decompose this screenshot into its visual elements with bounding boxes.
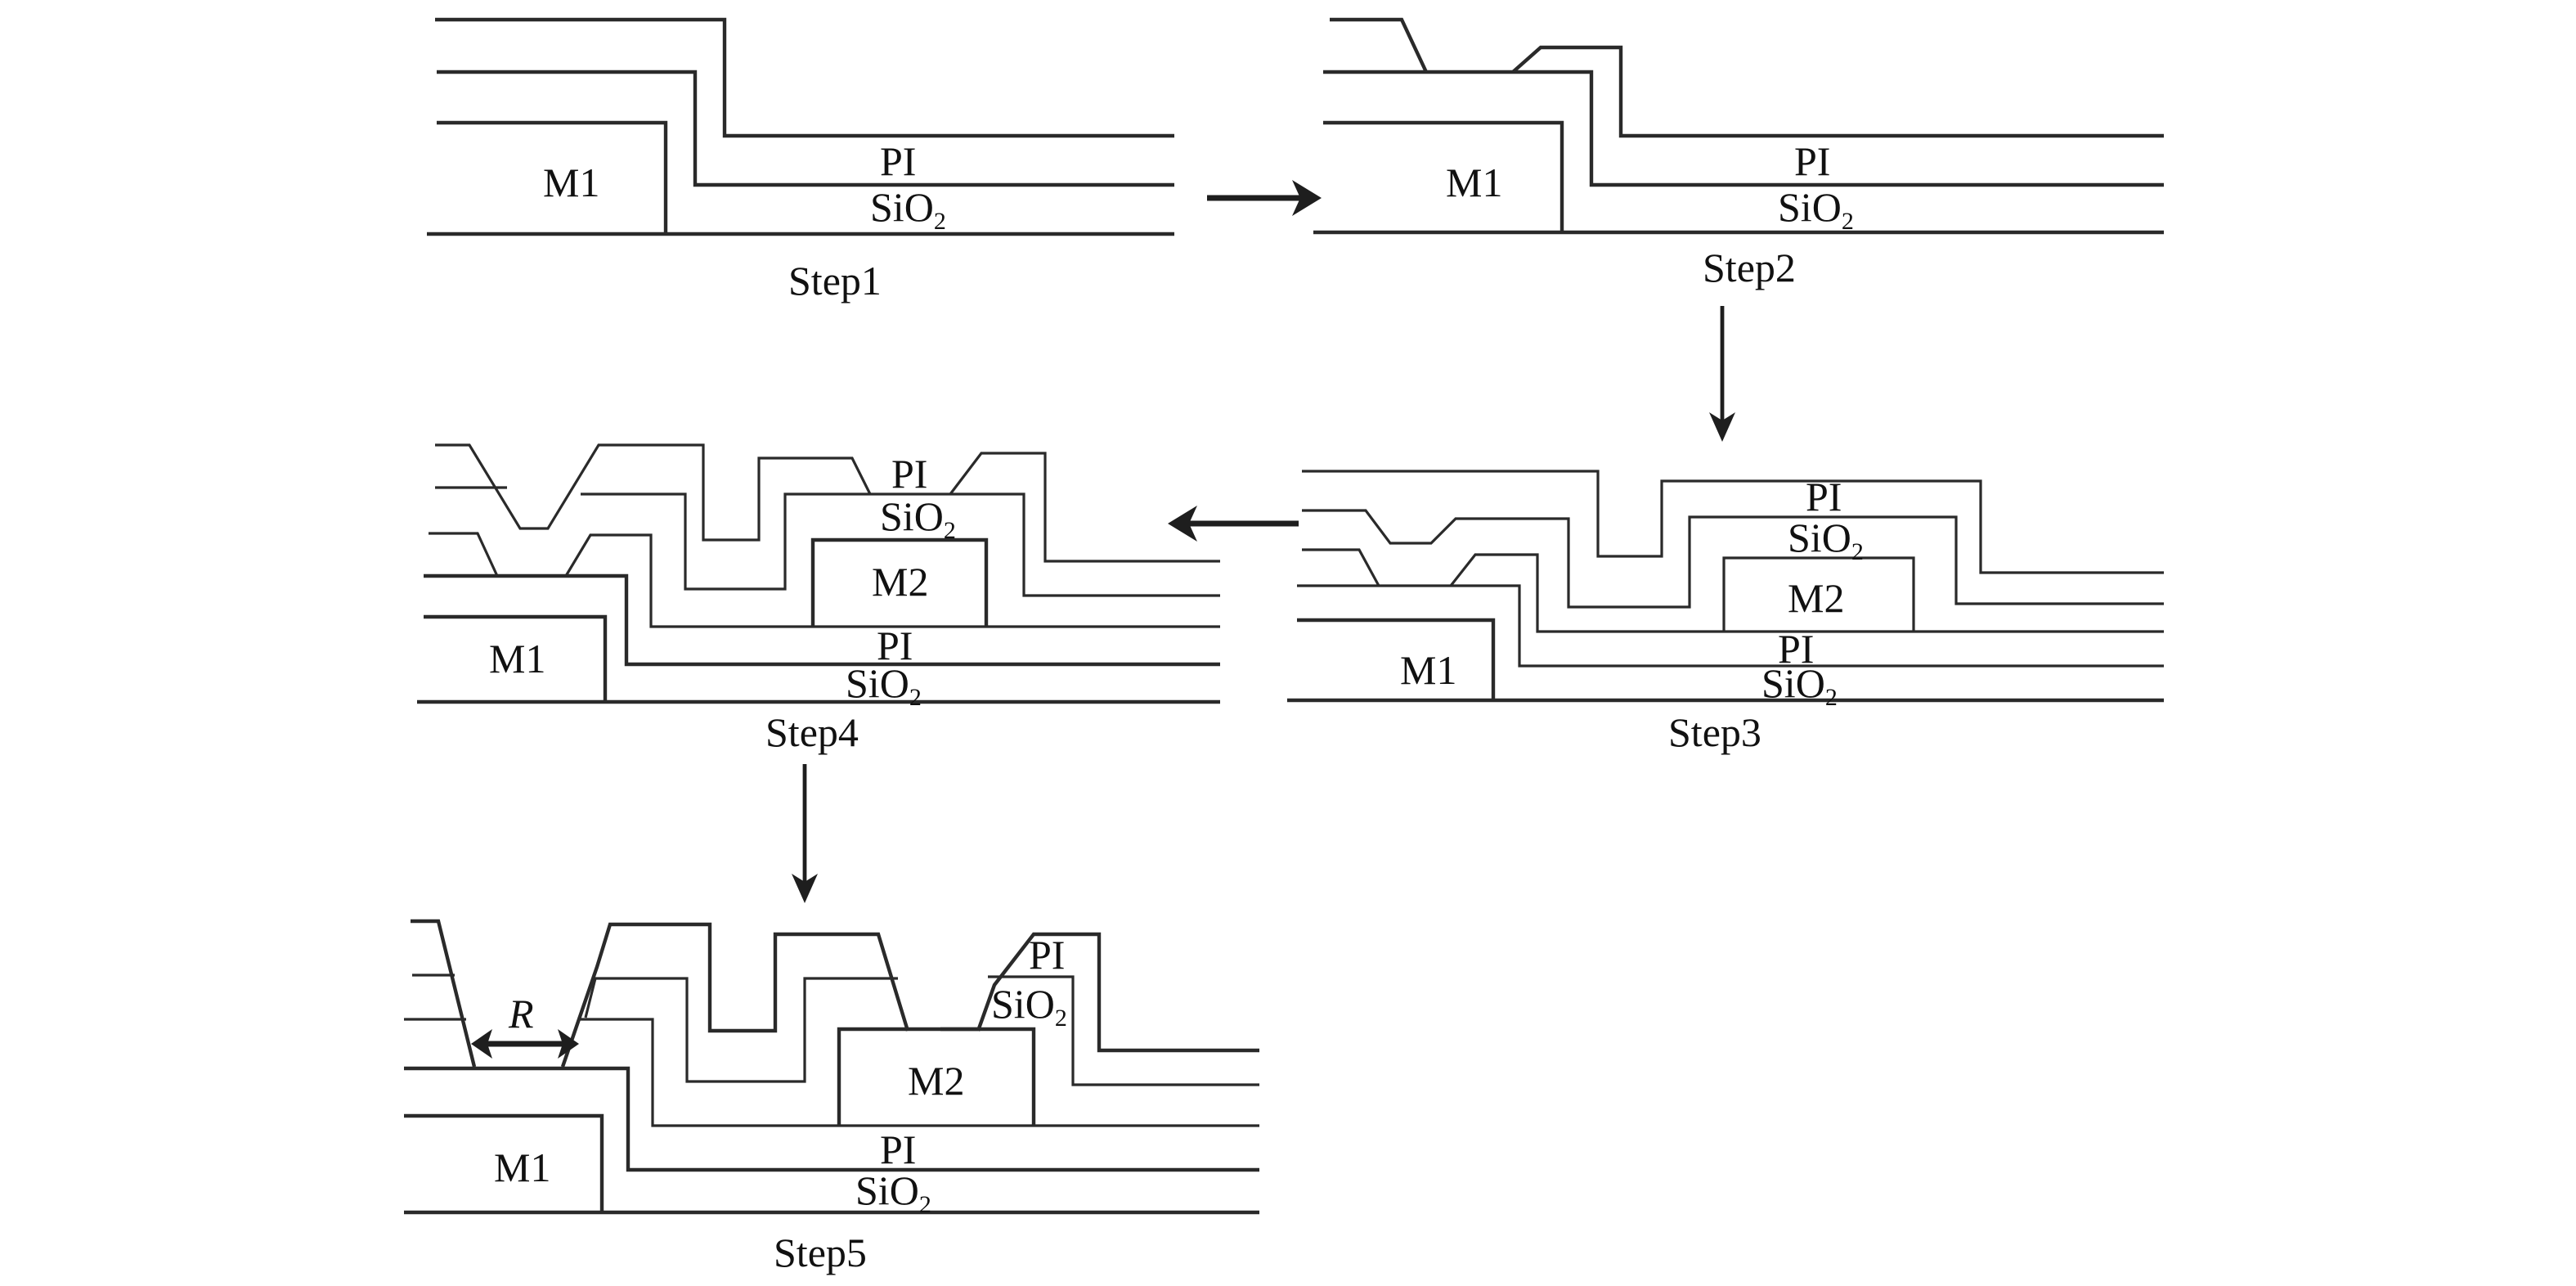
step4-m1-label: M1 — [489, 636, 545, 681]
step5-m1-label: M1 — [494, 1144, 550, 1190]
step4-sio2-upper-label: SiO2 — [880, 493, 956, 544]
step2-panel: M1 PI SiO2 Step2 — [1313, 17, 2164, 290]
step5-pi-lower-label: PI — [880, 1126, 916, 1172]
step4-m2-label: M2 — [872, 559, 928, 605]
step5-pi-upper-left — [411, 919, 477, 1068]
step4-pi-upper-label: PI — [891, 451, 927, 497]
arrow-step4-to-step5 — [792, 764, 818, 903]
step2-sio2-label: SiO2 — [1778, 184, 1854, 235]
step5-sio2-lower-label: SiO2 — [855, 1167, 931, 1218]
step3-pi-upper-label: PI — [1806, 474, 1842, 519]
step3-via-left — [1302, 548, 1380, 587]
step5-pi-upper-right — [976, 932, 1259, 1053]
step5-caption: Step5 — [774, 1230, 867, 1275]
step3-m1-top — [1297, 618, 1496, 700]
step5-dimension-label: R — [508, 991, 534, 1036]
step4-via-left — [429, 532, 499, 577]
arrow-step3-to-step4 — [1168, 506, 1299, 542]
step2-sio2-layer — [1323, 70, 2164, 187]
step3-caption: Step3 — [1668, 709, 1761, 755]
step3-m1-label: M1 — [1400, 647, 1456, 693]
step4-caption: Step4 — [765, 709, 859, 755]
step2-pi-label: PI — [1794, 138, 1830, 184]
step2-m1-top — [1323, 120, 1564, 232]
step2-pi-right-segment — [1511, 45, 2164, 138]
step5-dimension-arrow — [471, 1029, 579, 1059]
step4-pi-upper-right — [949, 452, 1220, 563]
step5-via-right — [579, 1018, 1259, 1127]
step3-pi-lower — [1297, 584, 2164, 668]
step5-pi-upper-label: PI — [1029, 932, 1065, 978]
step5-m1-top — [404, 1113, 604, 1212]
step4-pi-lower-label: PI — [877, 623, 913, 668]
step2-pi-left-segment — [1330, 17, 1428, 73]
step4-sio2-lower-label: SiO2 — [846, 660, 922, 711]
step3-pi-lower-label: PI — [1778, 626, 1814, 672]
step1-caption: Step1 — [788, 258, 882, 304]
step1-sio2-label: SiO2 — [870, 184, 946, 235]
step4-sio2-upper-main — [581, 492, 1220, 597]
step5-pi-lower — [404, 1066, 1259, 1172]
step5-m2-block — [837, 1027, 1036, 1126]
step5-pi-upper — [560, 922, 910, 1068]
step5-m2-label: M2 — [908, 1058, 964, 1104]
step1-m1-top — [437, 120, 668, 234]
step4-via-right — [564, 533, 1220, 628]
step3-sio2-upper — [1302, 509, 2164, 609]
step5-sio2-upper-right — [988, 975, 1259, 1086]
step4-m2-block — [810, 537, 989, 627]
step4-pi-upper — [435, 443, 872, 542]
step3-m2-label: M2 — [1788, 575, 1844, 621]
step3-sio2-upper-label: SiO2 — [1788, 515, 1864, 565]
step1-panel: M1 PI SiO2 Step1 — [427, 17, 1174, 304]
step5-sio2-upper — [584, 977, 898, 1083]
step2-m1-label: M1 — [1446, 160, 1502, 205]
step3-via-right — [1449, 553, 2164, 633]
step4-m1-top — [424, 614, 608, 702]
arrow-step1-to-step2 — [1207, 180, 1322, 216]
step1-pi-label: PI — [880, 138, 916, 184]
step3-panel: M1 M2 PI SiO2 PI SiO2 Step3 — [1287, 470, 2164, 755]
step1-pi-top-layer — [435, 17, 1174, 138]
step3-sio2-lower-label: SiO2 — [1761, 660, 1838, 711]
step4-panel: M1 M2 PI SiO2 PI SiO2 Step4 — [417, 443, 1220, 755]
step5-sio2-upper-label: SiO2 — [991, 981, 1067, 1032]
step4-pi-lower — [424, 573, 1220, 667]
step1-sio2-layer — [437, 70, 1174, 187]
step3-m2-block — [1722, 556, 1915, 632]
step5-panel: R M1 M2 PI SiO2 PI SiO2 Step5 — [404, 919, 1259, 1275]
step3-pi-upper-top — [1302, 470, 2164, 574]
step2-caption: Step2 — [1703, 245, 1796, 290]
step1-m1-label: M1 — [543, 160, 599, 205]
arrow-step2-to-step3 — [1709, 306, 1735, 442]
